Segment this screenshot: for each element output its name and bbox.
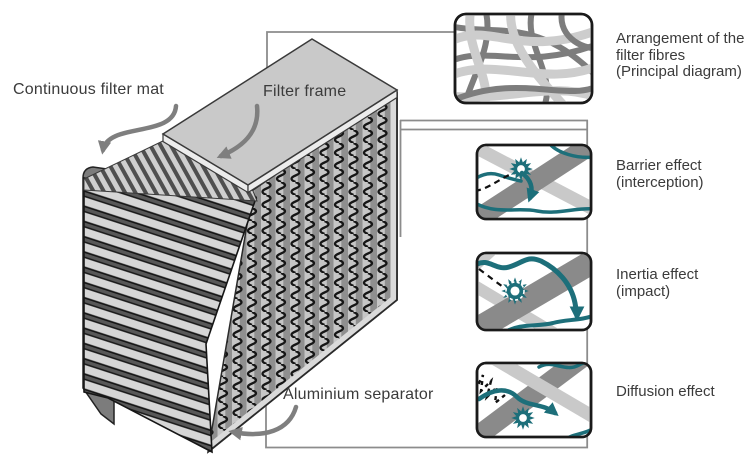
mat-top-ridges [83, 138, 258, 202]
filter-illustration [82, 38, 399, 454]
filter-mat-face [82, 138, 258, 454]
label-filter-frame: Filter frame [263, 83, 347, 100]
airflow-arrow-icon [477, 256, 585, 322]
filter-frame-arrow [216, 103, 260, 159]
label-separator: Aluminium separator [283, 386, 434, 403]
particle-path-dashed [478, 268, 504, 288]
fibre-weave [455, 14, 592, 103]
airflow-arrow-icon [477, 388, 559, 417]
airflow-arrow-icon [519, 170, 540, 203]
fibre-band-dark [477, 363, 589, 437]
barrier-inset [475, 143, 593, 221]
separator-arrow [228, 404, 299, 441]
label-diffusion-effect: Diffusion effect [616, 383, 715, 400]
fibre-band-light [491, 363, 591, 425]
diffusion-inset [475, 361, 593, 439]
particle-path-dotted [477, 374, 506, 406]
fibre-band-dark [477, 253, 591, 330]
label-barrier-effect: Barrier effect (interception) [616, 157, 704, 191]
label-fibre-arrangement: Arrangement of the filter fibres (Princi… [616, 30, 745, 80]
label-filter-mat: Continuous filter mat [13, 81, 164, 98]
filter-mat-arrow [97, 103, 179, 155]
label-inertia-effect: Inertia effect (impact) [616, 266, 699, 300]
fibre-inset [453, 12, 594, 105]
inertia-inset [475, 251, 593, 332]
